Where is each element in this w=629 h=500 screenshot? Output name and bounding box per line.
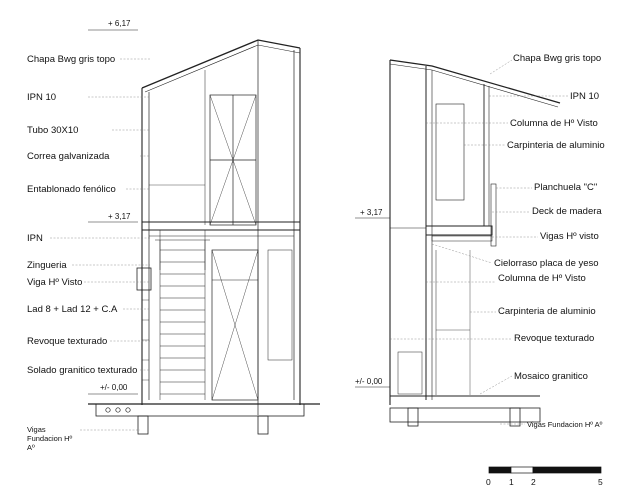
left-foundation-line-1: Vigas [27, 425, 46, 434]
right-label-carpinteria-2: Carpinteria de aluminio [498, 306, 596, 317]
scale-label-0: 0 [486, 477, 491, 487]
right-foundation [389, 407, 541, 423]
right-deck [431, 235, 493, 242]
left-foundation-line-3: Aº [27, 443, 35, 452]
left-label-entablonado: Entablonado fenólico [27, 184, 116, 195]
left-exterior-lattice [142, 299, 149, 381]
right-label-carpinteria-1: Carpinteria de aluminio [507, 140, 605, 151]
right-roof-sheet [389, 63, 559, 108]
scale-seg-2-5 [532, 466, 602, 474]
scale-bar [488, 466, 602, 474]
left-label-correa: Correa galvanizada [27, 151, 110, 162]
left-section [88, 29, 320, 435]
right-label-columna-2: Columna de Hº Visto [498, 273, 586, 284]
left-label-ipn10: IPN 10 [27, 92, 57, 103]
left-label-viga: Viga Hº Visto [27, 277, 83, 288]
left-label-revoque: Revoque texturado [27, 336, 108, 347]
scale-seg-1-2 [510, 466, 534, 474]
left-rebar-1 [105, 407, 111, 413]
right-label-ipn10: IPN 10 [570, 91, 600, 102]
level-floor-left: + 3,17 [108, 212, 131, 221]
left-label-lad: Lad 8 + Lad 12 + C.A [27, 304, 118, 315]
scale-seg-0-1 [488, 466, 512, 474]
left-roof-sheet [144, 44, 301, 93]
right-upper-glazing [435, 103, 465, 201]
scale-label-1: 1 [509, 477, 514, 487]
left-label-chapa: Chapa Bwg gris topo [27, 54, 116, 65]
right-label-deck: Deck de madera [532, 206, 602, 217]
right-label-chapa: Chapa Bwg gris topo [513, 53, 602, 64]
left-label-solado: Solado granitico texturado [27, 365, 138, 376]
level-ground-left: +/- 0,00 [100, 383, 128, 392]
left-lower-window [211, 249, 259, 401]
left-label-zingueria: Zingueria [27, 260, 67, 271]
right-roof-slope [389, 59, 561, 104]
level-roof-left: + 6,17 [108, 19, 131, 28]
left-stair [159, 240, 206, 400]
level-floor-right: + 3,17 [360, 208, 383, 217]
right-footing-2 [509, 407, 521, 427]
level-ground-right: +/- 0,00 [355, 377, 383, 386]
scale-label-2: 2 [531, 477, 536, 487]
left-foundation-slab [95, 403, 305, 417]
left-roof-slope [141, 39, 301, 89]
left-rebar-2 [115, 407, 121, 413]
left-footing-2 [257, 415, 269, 435]
left-label-ipn: IPN [27, 233, 43, 244]
right-lower-window [397, 351, 423, 395]
right-section [355, 59, 561, 427]
right-label-planchuela: Planchuela "C" [534, 182, 598, 193]
right-leader-lines [390, 59, 568, 425]
right-label-mosaico: Mosaico granitico [514, 371, 588, 382]
left-leader-lines [50, 58, 150, 431]
left-lower-diag-2 [211, 249, 259, 401]
left-footing-1 [137, 415, 149, 435]
left-foundation-line-2: Fundacion Hº [27, 434, 73, 443]
right-label-vigas: Vigas Hº visto [540, 231, 599, 242]
left-lower-right-panel [267, 249, 293, 361]
right-planchuela [490, 183, 497, 247]
left-floor-slab [141, 221, 301, 231]
right-foundation-label: Vigas Fundacion Hº Aº [527, 420, 603, 429]
left-diag-2 [209, 94, 257, 226]
right-floor-slab [425, 225, 493, 236]
right-label-cielorraso: Cielorraso placa de yeso [494, 258, 599, 269]
right-label-columna-1: Columna de Hº Visto [510, 118, 598, 129]
scale-label-5: 5 [598, 477, 603, 487]
left-rebar-3 [125, 407, 131, 413]
left-label-tubo: Tubo 30X10 [27, 125, 79, 136]
right-label-revoque: Revoque texturado [514, 333, 595, 344]
right-footing-1 [407, 407, 419, 427]
left-beam-block [136, 267, 152, 291]
